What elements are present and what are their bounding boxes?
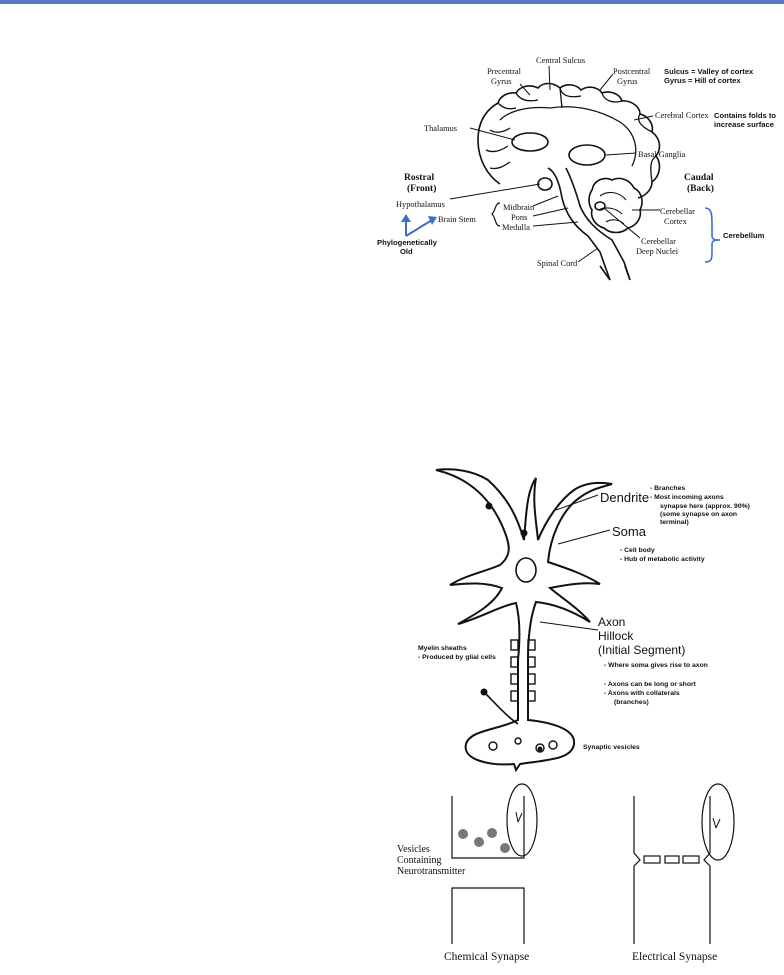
spinal-cord-shape: [599, 265, 631, 281]
dendrite-note-branches: - Branches: [650, 485, 685, 492]
label-deep-nuclei-2: Deep Nuclei: [636, 247, 679, 256]
basal-ganglia-shape: [568, 144, 606, 166]
dendrite-note-terminal: terminal): [660, 519, 689, 526]
folds-note-2: increase surface: [714, 120, 774, 129]
label-electrical-synapse: Electrical Synapse: [632, 951, 717, 963]
label-midbrain: Midbrain: [503, 203, 535, 212]
phylogenetically-old-2: Old: [400, 247, 413, 256]
label-cerebellum: Cerebellum: [723, 231, 765, 240]
brain-diagram: [401, 65, 721, 281]
dendrite-note-synapse: synapse here (approx. 90%): [660, 503, 750, 510]
axon-note-collaterals: - Axons with collaterals: [604, 690, 680, 697]
label-rostral-front: (Front): [407, 183, 436, 194]
chemical-synapse: [451, 783, 538, 944]
label-thalamus: Thalamus: [424, 124, 457, 133]
label-caudal-back: (Back): [687, 183, 714, 194]
label-cerebellar-cortex: Cerebellar: [660, 207, 695, 216]
label-glial: - Produced by glial cells: [418, 654, 496, 661]
label-brain-stem: Brain Stem: [438, 215, 476, 224]
dendrite-dot-2: [520, 529, 528, 537]
gap-junction-channels: [643, 855, 700, 864]
label-myelin: Myelin sheaths: [418, 645, 467, 652]
label-hypothalamus: Hypothalamus: [396, 200, 445, 209]
axon-note-length: - Axons can be long or short: [604, 681, 697, 688]
neuron-outline: [435, 468, 613, 773]
dendrite-note-incoming: - Most incoming axons: [650, 494, 724, 501]
myelin-sheaths: [510, 639, 536, 702]
synapse-labels: Vesicles Containing Neurotransmitter Che…: [397, 844, 717, 963]
hypothalamus-shape: [537, 177, 553, 191]
deep-nuclei-shape: [594, 201, 606, 211]
synaptic-vesicles: [488, 737, 558, 753]
phylogenetically-old: Phylogenetically: [377, 238, 438, 247]
label-soma: Soma: [612, 524, 647, 539]
thalamus-shape: [511, 132, 549, 152]
label-initial-segment: (Initial Segment): [598, 643, 685, 657]
label-chemical-synapse: Chemical Synapse: [444, 951, 529, 963]
brain-notes: Sulcus = Valley of cortex Gyrus = Hill o…: [377, 67, 776, 256]
cerebral-cortex-outline: [477, 82, 661, 199]
soma-note-metabolic: - Hub of metabolic activity: [620, 556, 705, 563]
label-cerebellar-cortex-2: Cortex: [664, 217, 688, 226]
label-pons: Pons: [511, 213, 527, 222]
label-deep-nuclei: Cerebellar: [641, 237, 676, 246]
sulcus-definition: Sulcus = Valley of cortex: [664, 67, 754, 76]
label-hillock: Hillock: [598, 629, 634, 643]
electrical-synapse: [633, 783, 735, 944]
top-border-bar: [0, 0, 784, 4]
label-cerebral-cortex: Cerebral Cortex: [655, 111, 710, 120]
axon-note-soma: - Where soma gives rise to axon: [604, 662, 708, 669]
label-postcentral-gyrus: Gyrus: [617, 77, 637, 86]
cerebellum-shape: [588, 177, 643, 234]
label-central-sulcus: Central Sulcus: [536, 56, 585, 65]
label-dendrite: Dendrite: [600, 490, 649, 505]
phylogeny-arrows: [405, 219, 433, 237]
label-caudal: Caudal: [684, 173, 714, 183]
brain-leader-lines: [449, 65, 660, 263]
neuron-leader-lines: [539, 494, 611, 631]
label-synaptic-vesicles: Synaptic vesicles: [583, 744, 640, 751]
cerebellum-bracket: [704, 207, 721, 263]
label-containing: Containing: [397, 855, 441, 866]
label-axon: Axon: [598, 615, 625, 629]
gyrus-definition: Gyrus = Hill of cortex: [664, 76, 741, 85]
vesicles: [458, 828, 510, 853]
label-vesicles: Vesicles: [397, 844, 430, 855]
label-rostral: Rostral: [404, 173, 434, 183]
dendrite-note-axon-terminal: (some synapse on axon: [660, 511, 737, 518]
brain-labels: Central Sulcus Precentral Gyrus Postcent…: [396, 56, 714, 268]
label-spinal-cord: Spinal Cord: [537, 259, 578, 268]
axon-note-branches: (branches): [614, 699, 649, 706]
label-medulla: Medulla: [502, 223, 530, 232]
neuron-labels: Dendrite Soma Axon Hillock (Initial Segm…: [418, 485, 750, 751]
label-postcentral: Postcentral: [613, 67, 651, 76]
label-precentral: Precentral: [487, 67, 522, 76]
neuron-diagram: [435, 468, 613, 773]
label-precentral-gyrus: Gyrus: [491, 77, 511, 86]
soma-note-cell-body: - Cell body: [620, 547, 655, 554]
nucleus: [515, 557, 537, 583]
dendrite-dot-1: [485, 502, 493, 510]
label-neurotransmitter: Neurotransmitter: [397, 866, 466, 877]
brain-stem-shape: [547, 167, 631, 281]
folds-note-1: Contains folds to: [714, 111, 776, 120]
label-basal-ganglia: Basal Ganglia: [638, 150, 685, 159]
